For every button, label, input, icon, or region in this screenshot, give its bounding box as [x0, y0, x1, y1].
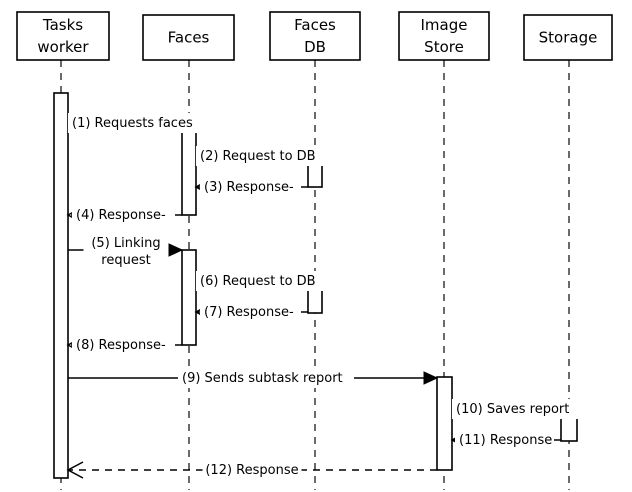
participant-label-line: Tasks: [42, 16, 83, 34]
message-label-backdrop: [200, 302, 299, 322]
message-label-backdrop: [178, 368, 354, 388]
participant-box-image-store[interactable]: [398, 11, 490, 61]
message-12[interactable]: (12) Response: [66, 460, 437, 480]
message-label-backdrop: [200, 177, 299, 197]
participant-label-line: Faces: [294, 16, 336, 34]
arrowhead-filled: [168, 243, 184, 257]
message-label-line: (2) Request to DB: [200, 149, 316, 164]
participant-storage[interactable]: Storage: [523, 14, 613, 61]
message-label-backdrop: [455, 430, 554, 450]
message-label-line: request: [101, 253, 150, 268]
message-label-line: (4) Response-: [76, 208, 166, 223]
message-label-backdrop: [202, 460, 302, 480]
participant-label-tasks-worker: Tasks worker: [37, 16, 89, 56]
message-label-backdrop: [196, 271, 323, 291]
message-label-line: (1) Requests faces: [72, 116, 193, 131]
message-label-backdrop: [196, 146, 323, 166]
message-9[interactable]: (9) Sends subtask report: [68, 368, 439, 388]
participant-faces[interactable]: Faces: [142, 14, 235, 61]
participant-box-storage[interactable]: [523, 14, 613, 61]
messages-layer: (1) Requests faces (2) Request to DB (3) R…: [66, 113, 579, 480]
message-label: (12) Response: [205, 463, 298, 478]
participant-tasks-worker[interactable]: Tasks worker: [16, 11, 110, 61]
participant-label-line: Storage: [539, 28, 598, 46]
message-label-line: (3) Response-: [204, 180, 294, 195]
message-label: (10) Saves report: [456, 402, 569, 417]
message-label: (7) Response-: [204, 305, 294, 320]
message-label: (4) Response-: [76, 208, 166, 223]
message-label-line: (7) Response-: [204, 305, 294, 320]
message-label-backdrop: [452, 399, 579, 419]
message-label: (2) Request to DB: [200, 149, 316, 164]
message-4[interactable]: (4) Response-: [66, 205, 182, 225]
message-label-line: (6) Request to DB: [200, 274, 316, 289]
message-label: (8) Response-: [76, 338, 166, 353]
participant-label-line: DB: [304, 38, 326, 56]
message-10[interactable]: (10) Saves report: [452, 399, 579, 419]
activation-bar-faces: [181, 249, 197, 346]
message-label: (3) Response-: [204, 180, 294, 195]
participant-label-line: Store: [424, 38, 464, 56]
message-8[interactable]: (8) Response-: [66, 335, 182, 355]
participant-label-line: Faces: [168, 28, 210, 46]
message-label: (11) Response: [459, 433, 552, 448]
activation-bar-faces: [181, 121, 197, 216]
message-3[interactable]: (3) Response-: [194, 177, 308, 197]
activation-bar-image-store: [436, 376, 453, 471]
message-label-backdrop: [83, 233, 169, 253]
message-label: (1) Requests faces: [72, 116, 193, 131]
participant-label-line: Image: [421, 16, 468, 34]
message-label-backdrop: [68, 113, 202, 133]
message-label-line: (5) Linking: [91, 236, 160, 251]
participant-label-line: worker: [37, 38, 89, 56]
message-label: (9) Sends subtask report: [182, 371, 343, 386]
message-label-backdrop: [72, 335, 171, 355]
message-label-line: (11) Response: [459, 433, 552, 448]
message-label-line: (9) Sends subtask report: [182, 371, 343, 386]
arrowhead-filled: [423, 371, 439, 385]
message-label: (6) Request to DB: [200, 274, 316, 289]
activation-bar-tasks-worker: [53, 92, 69, 479]
message-11[interactable]: (11) Response: [450, 430, 561, 450]
message-5[interactable]: (5) Linking request: [68, 233, 184, 268]
message-1[interactable]: (1) Requests faces: [68, 113, 202, 133]
participant-box-faces[interactable]: [142, 14, 235, 61]
message-label-backdrop: [72, 205, 171, 225]
participant-label-faces: Faces: [168, 28, 210, 46]
message-7[interactable]: (7) Response-: [194, 302, 308, 322]
message-label-line: (8) Response-: [76, 338, 166, 353]
participant-label-storage: Storage: [539, 28, 598, 46]
message-6[interactable]: (6) Request to DB: [196, 271, 323, 291]
message-label-line: (12) Response: [205, 463, 298, 478]
participant-box-tasks-worker[interactable]: [16, 11, 110, 61]
arrowhead-open: [66, 461, 84, 479]
message-2[interactable]: (2) Request to DB: [196, 146, 323, 166]
message-label-line: (10) Saves report: [456, 402, 569, 417]
participant-box-faces-db[interactable]: [269, 11, 361, 61]
message-label: (5) Linking request: [91, 236, 160, 268]
activations-layer: [53, 92, 578, 479]
